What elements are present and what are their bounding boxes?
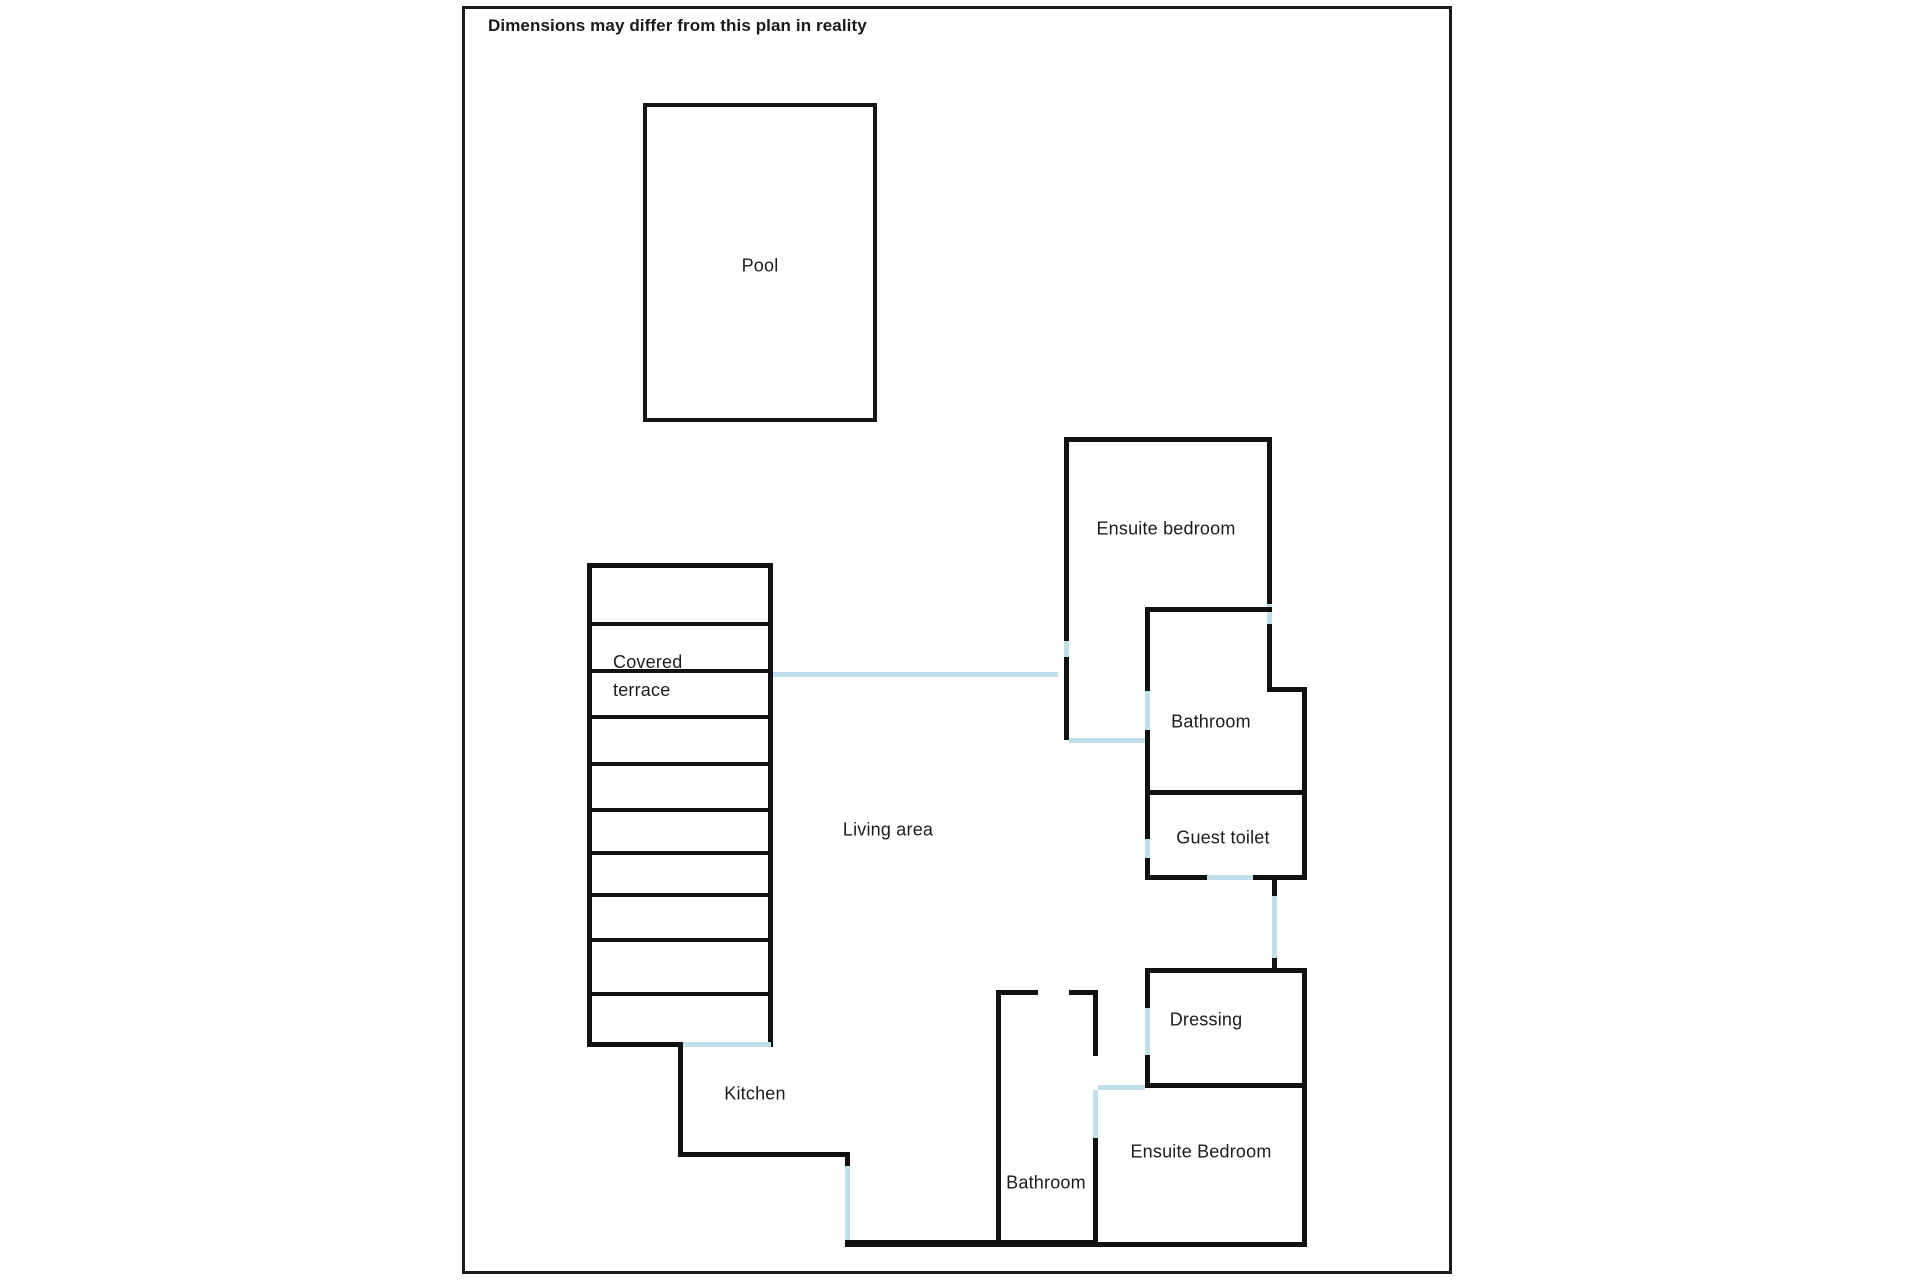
dressing-wall-right [1302,968,1307,1087]
door-ensuite-lower-left [1093,1090,1098,1138]
door-bathroom-upper-left [1145,691,1150,730]
ensuite-lower-wall-left [1093,1138,1098,1247]
bathroom-upper-wall-left-mid [1145,730,1150,792]
terrace-slat-8 [587,938,773,942]
guest-toilet-wall-left-top [1145,795,1150,839]
plan-page-border [462,6,1452,1274]
door-living-to-ensuite-upper [1069,738,1147,743]
dressing-wall-bottom [1145,1083,1307,1088]
room-label-ensuite-bedroom-upper: Ensuite bedroom [1096,518,1236,539]
kitchen-wall-step-right [845,1152,850,1170]
ensuite-upper-wall-left [1064,437,1069,641]
ensuite-upper-wall-right-lower [1267,622,1272,687]
outer-wall-bottom [845,1240,1096,1247]
room-label-kitchen: Kitchen [724,1083,786,1104]
terrace-wall-right [768,563,773,1047]
door-terrace-to-living [773,672,1058,677]
room-label-covered-terrace-line1: Covered [613,652,683,672]
ensuite-upper-wall-top [1064,437,1272,442]
door-guest-toilet-left [1145,839,1150,858]
terrace-slat-7 [587,893,773,897]
room-label-guest-toilet: Guest toilet [1176,827,1270,848]
bathroom-lower-wall-top-left [996,990,1038,995]
terrace-slat-5 [587,808,773,812]
dressing-wall-left-top [1145,968,1150,1008]
guest-toilet-wall-bottom-right [1253,875,1307,880]
terrace-slat-1 [587,622,773,626]
bathroom-upper-wall-left-top [1145,607,1150,691]
ensuite-lower-wall-bottom [1093,1242,1307,1247]
bathroom-lower-wall-right-top [1093,990,1098,1056]
room-label-pool: Pool [741,255,779,276]
kitchen-wall-left [678,1047,683,1157]
bathroom-upper-step-top [1267,687,1307,692]
ensuite-upper-wall-left-lower [1064,655,1069,740]
terrace-wall-left [587,563,592,1047]
plan-disclaimer-text: Dimensions may differ from this plan in … [488,16,867,35]
terrace-slat-6 [587,851,773,855]
dressing-wall-left-bottom [1145,1055,1150,1087]
bathroom-upper-wall-bottom [1145,790,1307,795]
door-dressing-to-ensuite-lower [1098,1085,1145,1090]
pool-outline [643,103,877,422]
dressing-wall-top [1145,968,1307,973]
room-label-ensuite-bedroom-lower: Ensuite Bedroom [1130,1141,1272,1162]
room-label-dressing: Dressing [1169,1009,1243,1030]
room-label-covered-terrace-line2: terrace [613,680,671,700]
door-kitchen-outer-vertical [845,1166,850,1244]
door-terrace-bottom [683,1042,771,1047]
door-ensuite-upper-left [1064,641,1069,657]
door-corridor-vertical [1272,896,1277,962]
terrace-slat-3 [587,715,773,719]
guest-toilet-wall-bottom-left [1145,875,1207,880]
kitchen-wall-bottom [678,1152,850,1157]
ensuite-upper-wall-right [1267,437,1272,605]
ensuite-lower-wall-right [1302,1088,1307,1247]
room-label-bathroom-lower: Bathroom [1006,1172,1086,1193]
terrace-slat-9 [587,992,773,996]
door-guest-toilet-bottom [1207,875,1253,880]
bathroom-upper-wall-top [1145,607,1272,612]
room-label-living-area: Living area [842,819,934,840]
guest-toilet-wall-left-bottom [1145,858,1150,880]
terrace-wall-bottom [587,1042,773,1047]
corridor-wall-top-stub [1272,878,1277,900]
door-dressing-left [1145,1008,1150,1055]
bathroom-upper-wall-right [1302,687,1307,879]
corridor-wall-bottom-stub [1272,958,1277,972]
bathroom-lower-wall-top-right [1069,990,1098,995]
bathroom-lower-wall-left [996,990,1001,1242]
room-label-bathroom-upper: Bathroom [1171,711,1251,732]
terrace-wall-top [587,563,773,568]
door-ensuite-upper-right [1267,604,1272,624]
terrace-slat-4 [587,762,773,766]
terrace-slat-2 [587,669,773,673]
